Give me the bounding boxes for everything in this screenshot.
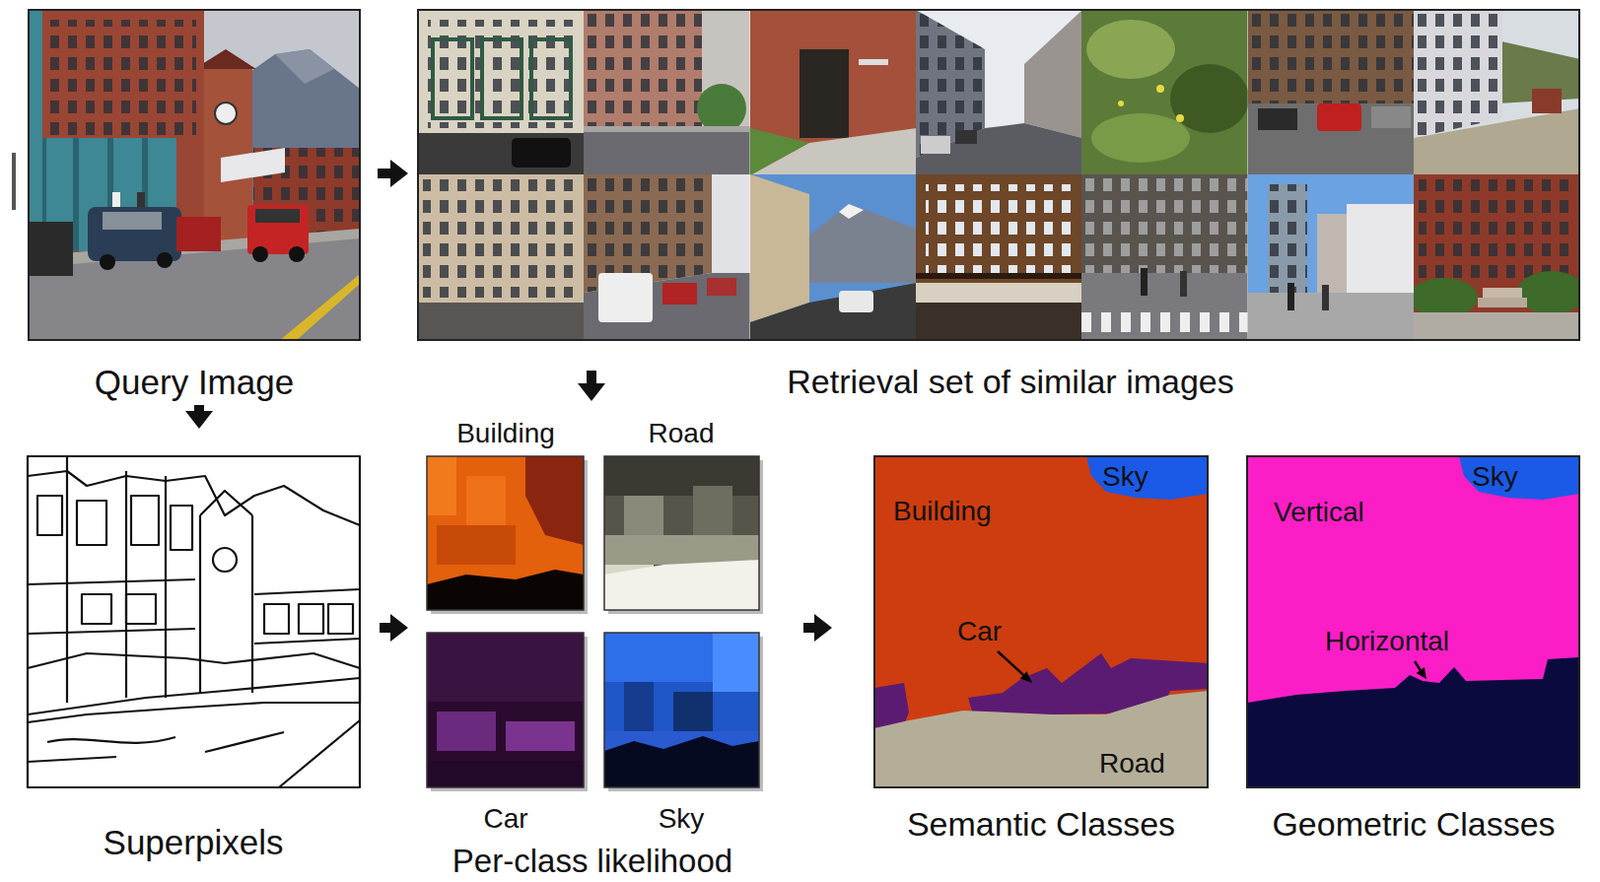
flow-arrow	[803, 614, 833, 642]
geometric-panel: SkyVerticalHorizontalGeometric Classes	[1247, 456, 1580, 841]
region-label: Sky	[1471, 463, 1519, 491]
flow-arrow	[185, 405, 213, 429]
retrieval-panel: Retrieval set of similar images	[417, 9, 1580, 399]
likelihood-map: Car	[426, 632, 584, 834]
region-label: Road	[1099, 750, 1166, 778]
region-label: Vertical	[1273, 498, 1365, 527]
caption: Semantic Classes	[906, 807, 1176, 841]
caption: Retrieval set of similar images	[786, 364, 1234, 399]
flow-arrow	[577, 370, 606, 402]
margin-bar	[11, 152, 16, 210]
semantic-panel: SkyBuildingCarRoadSemantic Classes	[874, 456, 1208, 841]
region-label: Car	[957, 618, 1002, 646]
likelihood-maps	[426, 456, 764, 792]
caption: Building	[456, 419, 556, 448]
caption: Geometric Classes	[1271, 807, 1555, 841]
caption: Road	[648, 419, 715, 448]
retrieval-photos	[417, 9, 1587, 341]
likelihood-map: Road	[604, 418, 760, 611]
likelihood-map: Sky	[604, 632, 760, 834]
flow-arrow	[377, 159, 409, 188]
query-panel: Query Image	[28, 9, 360, 400]
caption: Car	[483, 805, 528, 834]
likelihood-map: Building	[426, 418, 584, 611]
region-label: Horizontal	[1324, 627, 1450, 656]
caption: Query Image	[94, 364, 294, 400]
superpixel-map	[27, 456, 360, 788]
likelihood-group: Per-class likelihood Building RoadCar Sky	[426, 418, 760, 878]
semantic-map	[874, 456, 1208, 788]
query-photo	[28, 9, 360, 341]
flow-arrow	[379, 614, 409, 642]
region-label: Building	[893, 497, 992, 526]
caption: Per-class likelihood	[452, 844, 733, 878]
geometric-map	[1247, 456, 1580, 788]
caption: Superpixels	[103, 825, 284, 860]
superpixel-panel: Superpixels	[27, 456, 360, 860]
caption: Sky	[658, 805, 705, 834]
region-label: Sky	[1102, 463, 1149, 491]
